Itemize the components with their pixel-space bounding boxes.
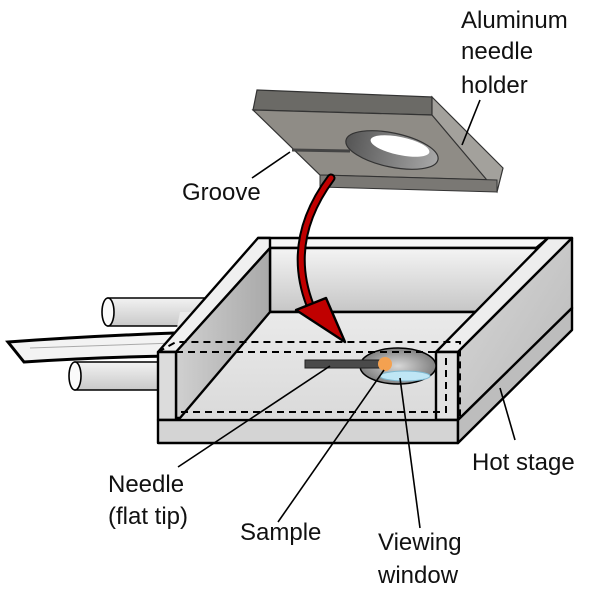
leader-groove xyxy=(251,151,291,179)
leader-sample xyxy=(277,369,385,523)
label-needle-2: (flat tip) xyxy=(108,503,188,530)
label-holder-2: needle xyxy=(461,38,533,65)
leader-hot-stage xyxy=(499,387,516,441)
leader-needle xyxy=(177,365,331,468)
label-window-2: window xyxy=(377,562,459,589)
lower-tube xyxy=(74,361,161,391)
leader-window xyxy=(399,377,421,529)
insertion-arrow xyxy=(294,173,347,344)
label-sample: Sample xyxy=(240,519,321,546)
label-holder-3: holder xyxy=(461,72,528,99)
viewing-window-glass xyxy=(379,370,431,382)
label-holder-1: Aluminum xyxy=(461,7,568,34)
base-front xyxy=(156,418,460,445)
leader-holder xyxy=(461,99,481,146)
holder-groove xyxy=(291,148,351,153)
base-side xyxy=(456,306,574,445)
left-wall-front xyxy=(156,350,178,422)
label-window-1: Viewing xyxy=(378,529,462,556)
upper-tube-end xyxy=(101,297,115,327)
label-groove: Groove xyxy=(182,179,261,206)
arrow-head xyxy=(294,296,347,344)
aluminum-needle-holder xyxy=(251,89,504,194)
needle xyxy=(304,359,383,369)
sample-droplet xyxy=(378,357,392,371)
dashed-lid-outline xyxy=(157,341,461,421)
label-hot-stage: Hot stage xyxy=(472,449,575,476)
hot-stage xyxy=(156,236,574,445)
lower-tube-end xyxy=(68,361,82,391)
label-needle-1: Needle xyxy=(108,471,184,498)
